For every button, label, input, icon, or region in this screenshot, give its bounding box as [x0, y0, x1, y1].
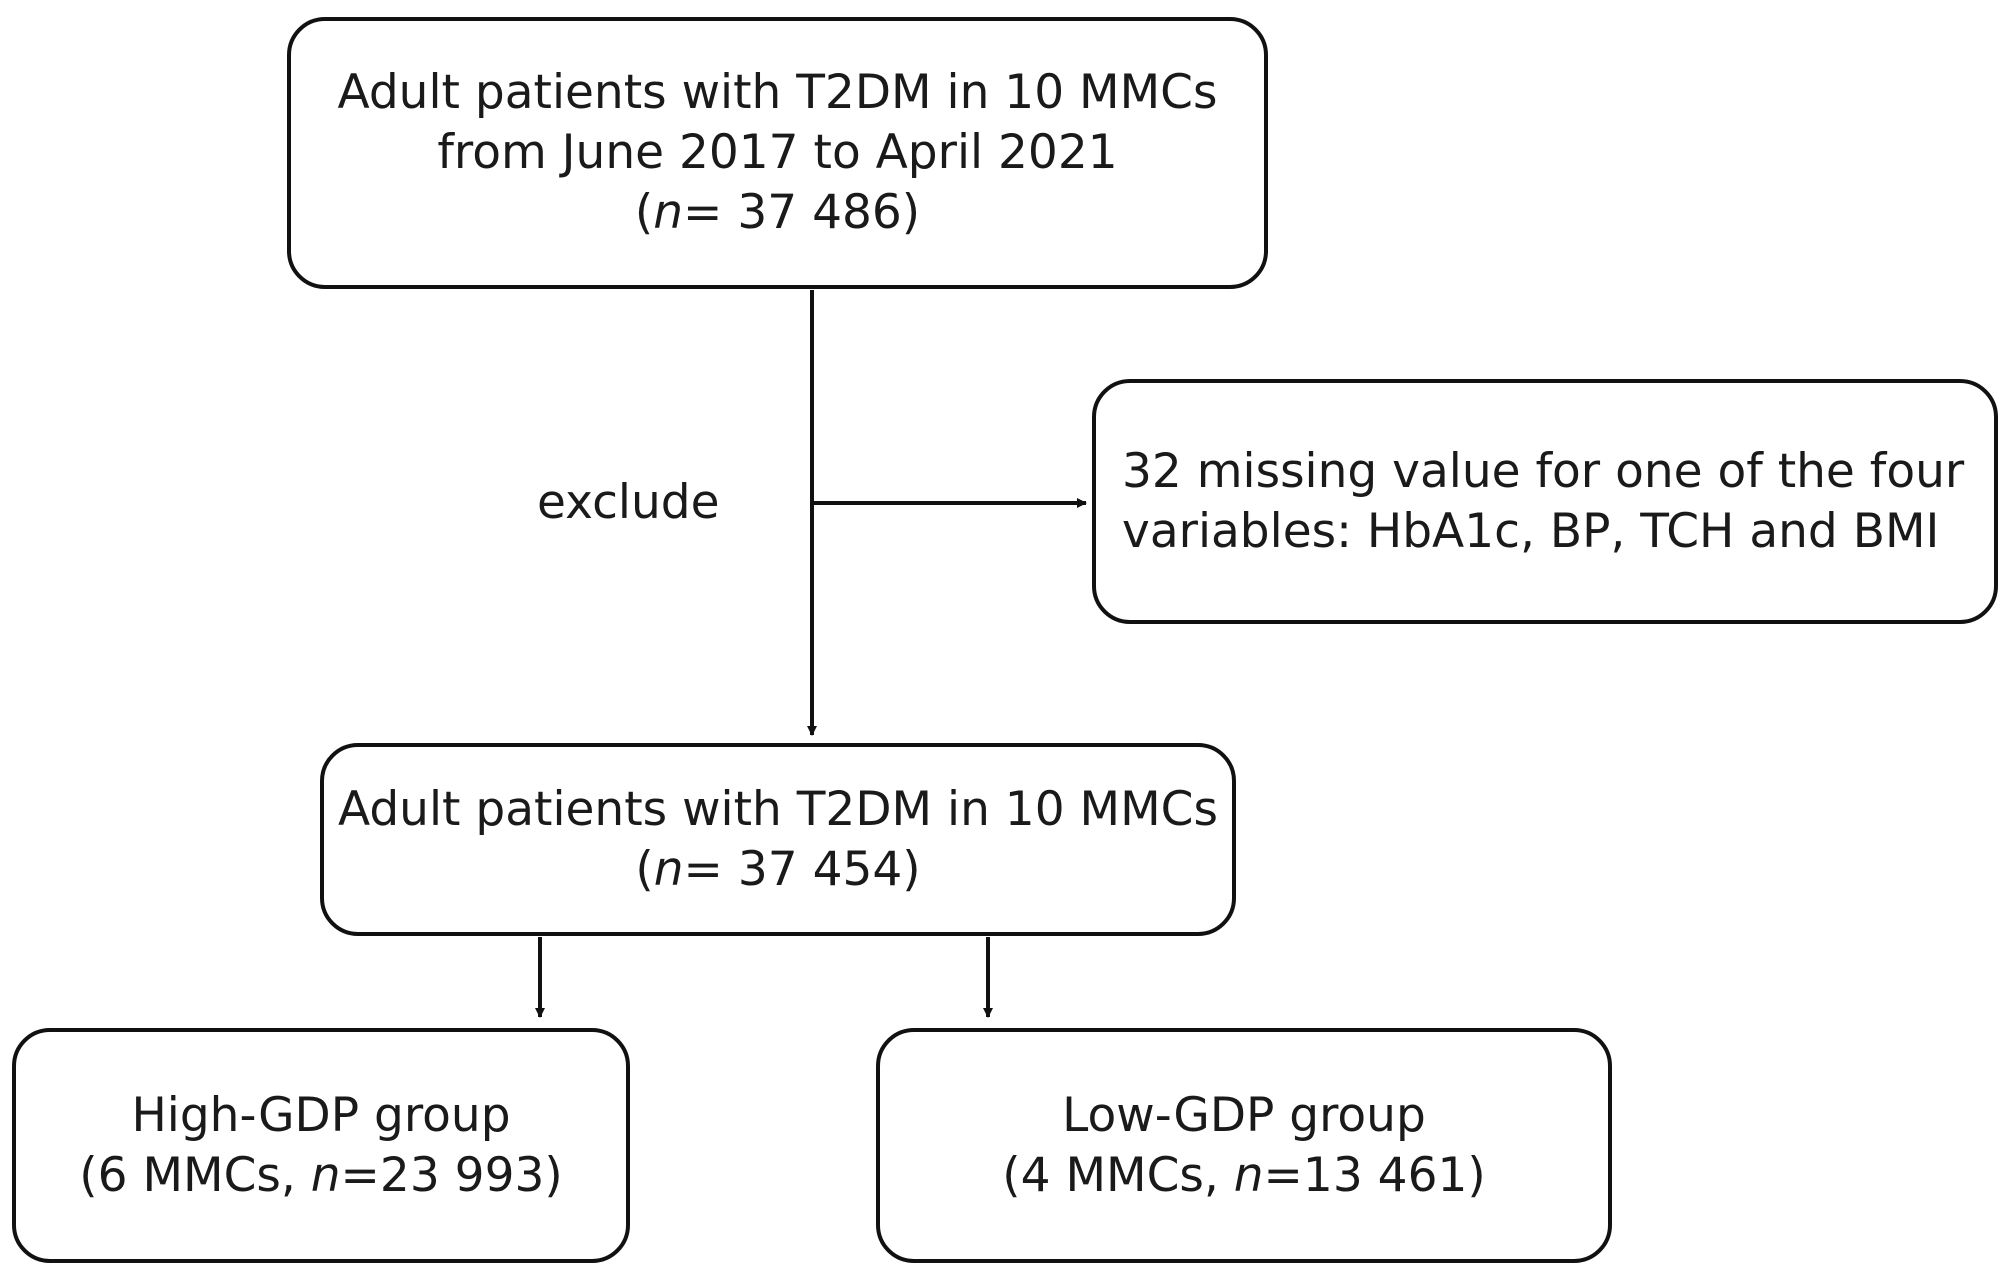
node-included-count: (n= 37 454) — [635, 841, 921, 897]
node-start-count: (n= 37 486) — [634, 185, 921, 240]
node-high-gdp-count: (6 MMCs, n=23 993) — [79, 1147, 563, 1203]
node-included: Adult patients with T2DM in 10 MMCs (n= … — [320, 743, 1236, 936]
node-low-gdp: Low-GDP group (4 MMCs, n=13 461) — [876, 1028, 1612, 1263]
node-low-gdp-line1: Low-GDP group — [1062, 1087, 1426, 1143]
node-included-line1: Adult patients with T2DM in 10 MMCs — [338, 781, 1218, 837]
node-high-gdp: High-GDP group (6 MMCs, n=23 993) — [12, 1028, 630, 1263]
node-start: Adult patients with T2DM in 10 MMCs from… — [287, 17, 1268, 289]
node-high-gdp-line1: High-GDP group — [131, 1087, 511, 1143]
node-start-line2: from June 2017 to April 2021 — [437, 125, 1118, 180]
exclude-edge-label: exclude — [537, 475, 720, 530]
node-low-gdp-count: (4 MMCs, n=13 461) — [1002, 1147, 1486, 1203]
node-excluded-line1: 32 missing value for one of the four — [1122, 443, 1965, 499]
node-excluded: 32 missing value for one of the four var… — [1092, 379, 1998, 624]
node-start-line1: Adult patients with T2DM in 10 MMCs — [337, 65, 1218, 120]
node-excluded-line2: variables: HbA1c, BP, TCH and BMI — [1122, 503, 1940, 559]
